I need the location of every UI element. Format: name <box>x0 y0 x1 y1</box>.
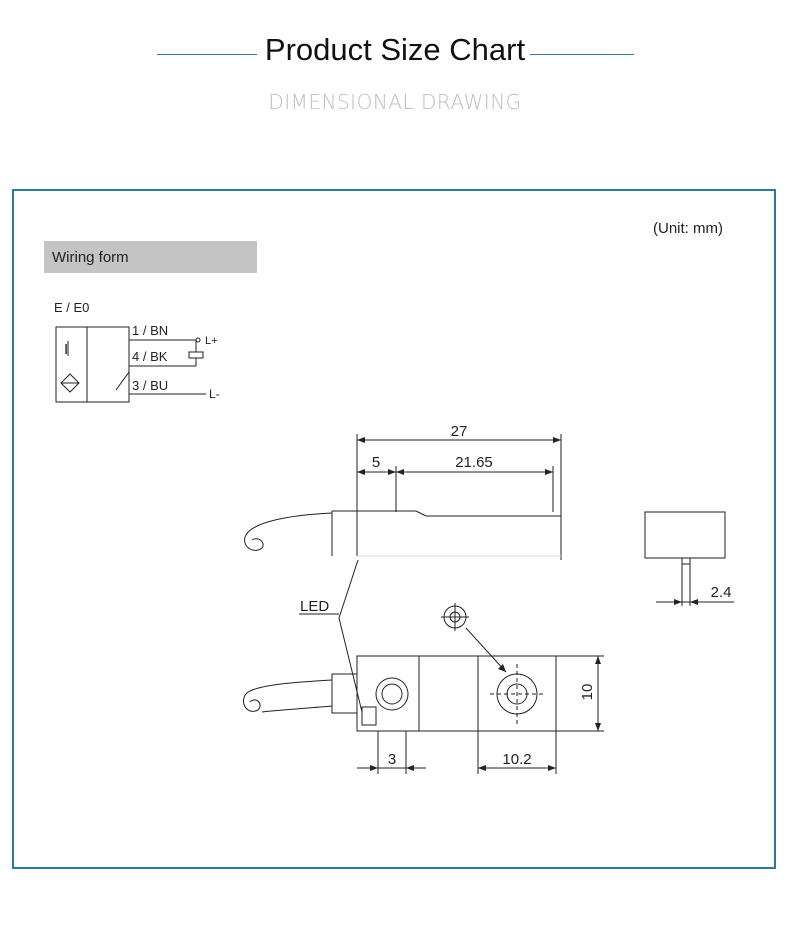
title-rule-right <box>530 54 634 55</box>
cable-top-view <box>244 512 333 551</box>
unit-label: (Unit: mm) <box>653 220 723 237</box>
output-switch <box>115 371 130 391</box>
model-label: E / E0 <box>54 300 89 315</box>
dim-text-5: 5 <box>372 454 380 471</box>
led-label: LED <box>300 598 329 615</box>
wire-label-bu: 3 / BU <box>132 378 168 393</box>
led-window <box>361 706 377 726</box>
terminal-label-plus: L+ <box>205 335 218 347</box>
dim-text-2165: 21.65 <box>455 454 493 471</box>
side-view-body <box>644 511 726 559</box>
wire-label-bn: 1 / BN <box>132 323 168 338</box>
title-rule-left <box>157 54 257 55</box>
page-title: Product Size Chart <box>0 32 790 68</box>
cable-bottom-view <box>243 679 333 712</box>
page-subtitle: DIMENSIONAL DRAWING <box>268 90 522 114</box>
load-symbol <box>188 351 204 359</box>
dim-text-3: 3 <box>388 751 396 768</box>
target-symbol-icon <box>441 603 469 631</box>
wiring-form-label: Wiring form <box>52 249 129 266</box>
terminal-dot <box>195 337 201 343</box>
terminal-label-minus: L- <box>209 387 220 401</box>
dim-text-10: 10 <box>579 684 596 701</box>
cable-gland <box>331 673 358 714</box>
led-leader-b <box>338 617 363 713</box>
mount-hole-left-outer <box>375 677 409 711</box>
dimension-arrowheads <box>357 437 698 771</box>
sensor-symbol-box <box>55 326 130 403</box>
body-top-step <box>415 510 427 517</box>
wire-label-bk: 4 / BK <box>132 349 168 364</box>
led-leader-a <box>338 559 359 619</box>
cable-bottom-edge <box>261 705 333 713</box>
wiring-form-tag: Wiring form <box>44 241 257 273</box>
mount-hole-left-inner <box>381 683 403 705</box>
page-title-text: Product Size Chart <box>260 32 530 67</box>
target-leader <box>465 627 507 673</box>
sensor-diamond-icon <box>60 373 80 393</box>
dim-text-102: 10.2 <box>502 751 531 768</box>
dim-text-24: 2.4 <box>711 584 732 601</box>
sensor-symbol-letter: I <box>64 341 68 358</box>
drawing-frame <box>12 189 776 869</box>
dim-text-27: 27 <box>451 423 468 440</box>
